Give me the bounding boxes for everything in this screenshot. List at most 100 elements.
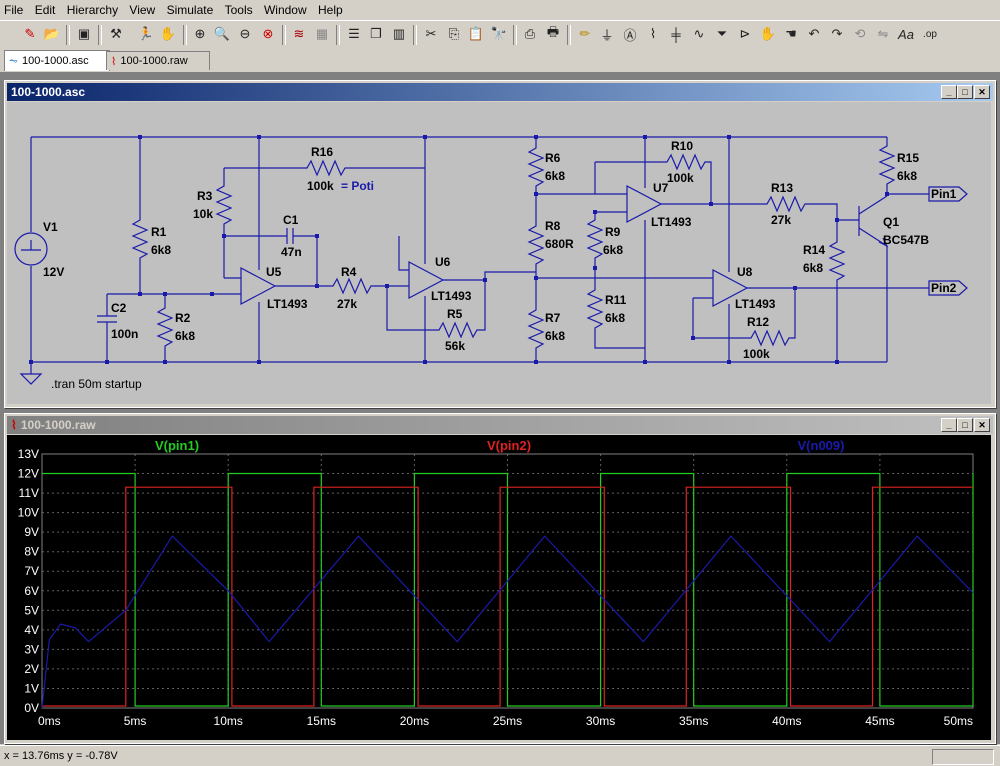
- copy-icon[interactable]: ⎘: [448, 26, 460, 41]
- zoom-out-icon[interactable]: ⊖: [239, 26, 251, 41]
- u6-value: LT1493: [431, 289, 472, 303]
- tile-horizontal-icon[interactable]: ☰: [348, 26, 360, 41]
- drag-icon[interactable]: ☚: [785, 26, 797, 41]
- pin2-label: Pin2: [931, 281, 957, 295]
- menu-view[interactable]: View: [129, 3, 156, 17]
- close-button[interactable]: ✕: [974, 418, 990, 432]
- autorange-icon[interactable]: ≋: [293, 26, 305, 41]
- component-icon[interactable]: ⊳: [739, 26, 751, 41]
- r5-value: 56k: [445, 339, 465, 353]
- r1-label: R1: [151, 225, 167, 239]
- redo-icon[interactable]: ↷: [831, 26, 843, 41]
- tab-schematic[interactable]: ⏦ 100-1000.asc: [4, 50, 110, 71]
- r15-value: 6k8: [897, 169, 917, 183]
- find-icon[interactable]: 🔭: [490, 26, 508, 41]
- menu-file[interactable]: File: [4, 3, 24, 17]
- u8-value: LT1493: [735, 297, 776, 311]
- zoom-cancel-icon[interactable]: ⊗: [262, 26, 274, 41]
- x-tick-label: 10ms: [214, 714, 243, 728]
- status-panel: [932, 749, 994, 765]
- menu-tools[interactable]: Tools: [224, 3, 253, 17]
- r7-value: 6k8: [545, 329, 565, 343]
- menu-hierarchy[interactable]: Hierarchy: [66, 3, 119, 17]
- u6-label: U6: [435, 255, 451, 269]
- open-icon[interactable]: 📂: [43, 26, 61, 41]
- maximize-button[interactable]: □: [957, 418, 973, 432]
- u5-value: LT1493: [267, 297, 308, 311]
- zoom-pan-icon[interactable]: 🔍: [213, 26, 231, 41]
- toolbar-separator: [282, 25, 286, 45]
- diode-icon[interactable]: ⏷: [716, 26, 728, 41]
- trace-v-pin1-[interactable]: [42, 472, 974, 707]
- print-setup-icon[interactable]: ⎙: [524, 26, 536, 41]
- toolbar: ✎ 📂 ▣ ⚒ 🏃 ✋ ⊕ 🔍 ⊖ ⊗ ≋ ▦ ☰ ❐ ▥ ✂ ⎘ 📋 🔭 ⎙ …: [0, 20, 1000, 50]
- new-schematic-icon[interactable]: ✎: [24, 26, 36, 41]
- minimize-button[interactable]: _: [941, 418, 957, 432]
- tab-label: 100-1000.asc: [22, 55, 89, 67]
- save-icon[interactable]: ▣: [77, 26, 91, 41]
- mirror-icon[interactable]: ⇋: [877, 26, 889, 41]
- r16-label: R16: [311, 145, 333, 159]
- trace-label-n009[interactable]: V(n009): [798, 438, 845, 453]
- schematic-canvas[interactable]: V1 12V C2 100n R1 6k8 R2 6k8 R3 10k R16 …: [7, 102, 991, 404]
- x-tick-label: 5ms: [124, 714, 147, 728]
- y-tick-label: 9V: [24, 525, 39, 539]
- r11-value: 6k8: [605, 311, 625, 325]
- cascade-icon[interactable]: ❐: [370, 26, 382, 41]
- schematic-titlebar[interactable]: 100-1000.asc _ □ ✕: [7, 83, 993, 101]
- r12-label: R12: [747, 315, 769, 329]
- spice-directive[interactable]: .tran 50m startup: [51, 377, 142, 391]
- undo-icon[interactable]: ↶: [808, 26, 820, 41]
- r15-label: R15: [897, 151, 919, 165]
- x-tick-label: 35ms: [679, 714, 708, 728]
- trace-label-pin1[interactable]: V(pin1): [155, 438, 199, 453]
- r13-value: 27k: [771, 213, 791, 227]
- wire-icon[interactable]: ✏: [579, 26, 591, 41]
- tile-vertical-icon[interactable]: ▥: [392, 26, 406, 41]
- paste-icon[interactable]: 📋: [467, 26, 485, 41]
- menu-simulate[interactable]: Simulate: [166, 3, 214, 17]
- rotate-icon[interactable]: ⟲: [854, 26, 866, 41]
- v1-label: V1: [43, 220, 58, 234]
- ground-icon[interactable]: ⏚: [600, 27, 614, 43]
- maximize-button[interactable]: □: [957, 85, 973, 99]
- zoom-in-icon[interactable]: ⊕: [194, 26, 206, 41]
- r8-label: R8: [545, 219, 561, 233]
- spice-directive-icon[interactable]: .op: [923, 28, 937, 40]
- schematic-tab-icon: ⏦: [9, 54, 18, 67]
- fft-icon[interactable]: ▦: [315, 26, 329, 41]
- menu-help[interactable]: Help: [317, 3, 343, 17]
- y-tick-label: 11V: [19, 486, 39, 500]
- move-icon[interactable]: ✋: [759, 26, 777, 41]
- r11-label: R11: [605, 293, 627, 307]
- waveform-titlebar[interactable]: ⌇ 100-1000.raw _ □ ✕: [7, 416, 993, 434]
- r9-value: 6k8: [603, 243, 623, 257]
- resistor-icon[interactable]: ⌇: [649, 26, 657, 41]
- menu-edit[interactable]: Edit: [34, 3, 56, 17]
- minimize-button[interactable]: _: [941, 85, 957, 99]
- capacitor-icon[interactable]: ╪: [671, 26, 681, 42]
- trace-v-n009-[interactable]: [41, 535, 974, 709]
- q1-label: Q1: [883, 215, 899, 229]
- close-button[interactable]: ✕: [974, 85, 990, 99]
- tab-waveform[interactable]: ⌇ 100-1000.raw: [106, 51, 210, 70]
- r10-value: 100k: [667, 171, 694, 185]
- trace-v-pin2-[interactable]: [42, 486, 973, 707]
- y-tick-label: 5V: [24, 603, 39, 617]
- menu-window[interactable]: Window: [263, 3, 307, 17]
- label-net-icon[interactable]: Ⓐ: [623, 27, 637, 43]
- control-panel-icon[interactable]: ⚒: [110, 26, 122, 41]
- toolbar-separator: [413, 25, 417, 45]
- waveform-plot[interactable]: V(pin1) V(pin2) V(n009) 0V1V2V3V4V5V6V7V…: [7, 435, 991, 740]
- print-icon[interactable]: 🖶: [546, 24, 560, 39]
- x-tick-label: 50ms: [944, 714, 973, 728]
- halt-icon[interactable]: ✋: [159, 26, 177, 41]
- inductor-icon[interactable]: ∿: [693, 26, 705, 41]
- trace-label-pin2[interactable]: V(pin2): [487, 438, 531, 453]
- r7-label: R7: [545, 311, 561, 325]
- run-icon[interactable]: 🏃: [137, 26, 155, 41]
- r8-value: 680R: [545, 237, 574, 251]
- text-icon[interactable]: Aa: [898, 26, 914, 42]
- y-tick-label: 12V: [18, 467, 39, 481]
- cut-icon[interactable]: ✂: [425, 26, 437, 41]
